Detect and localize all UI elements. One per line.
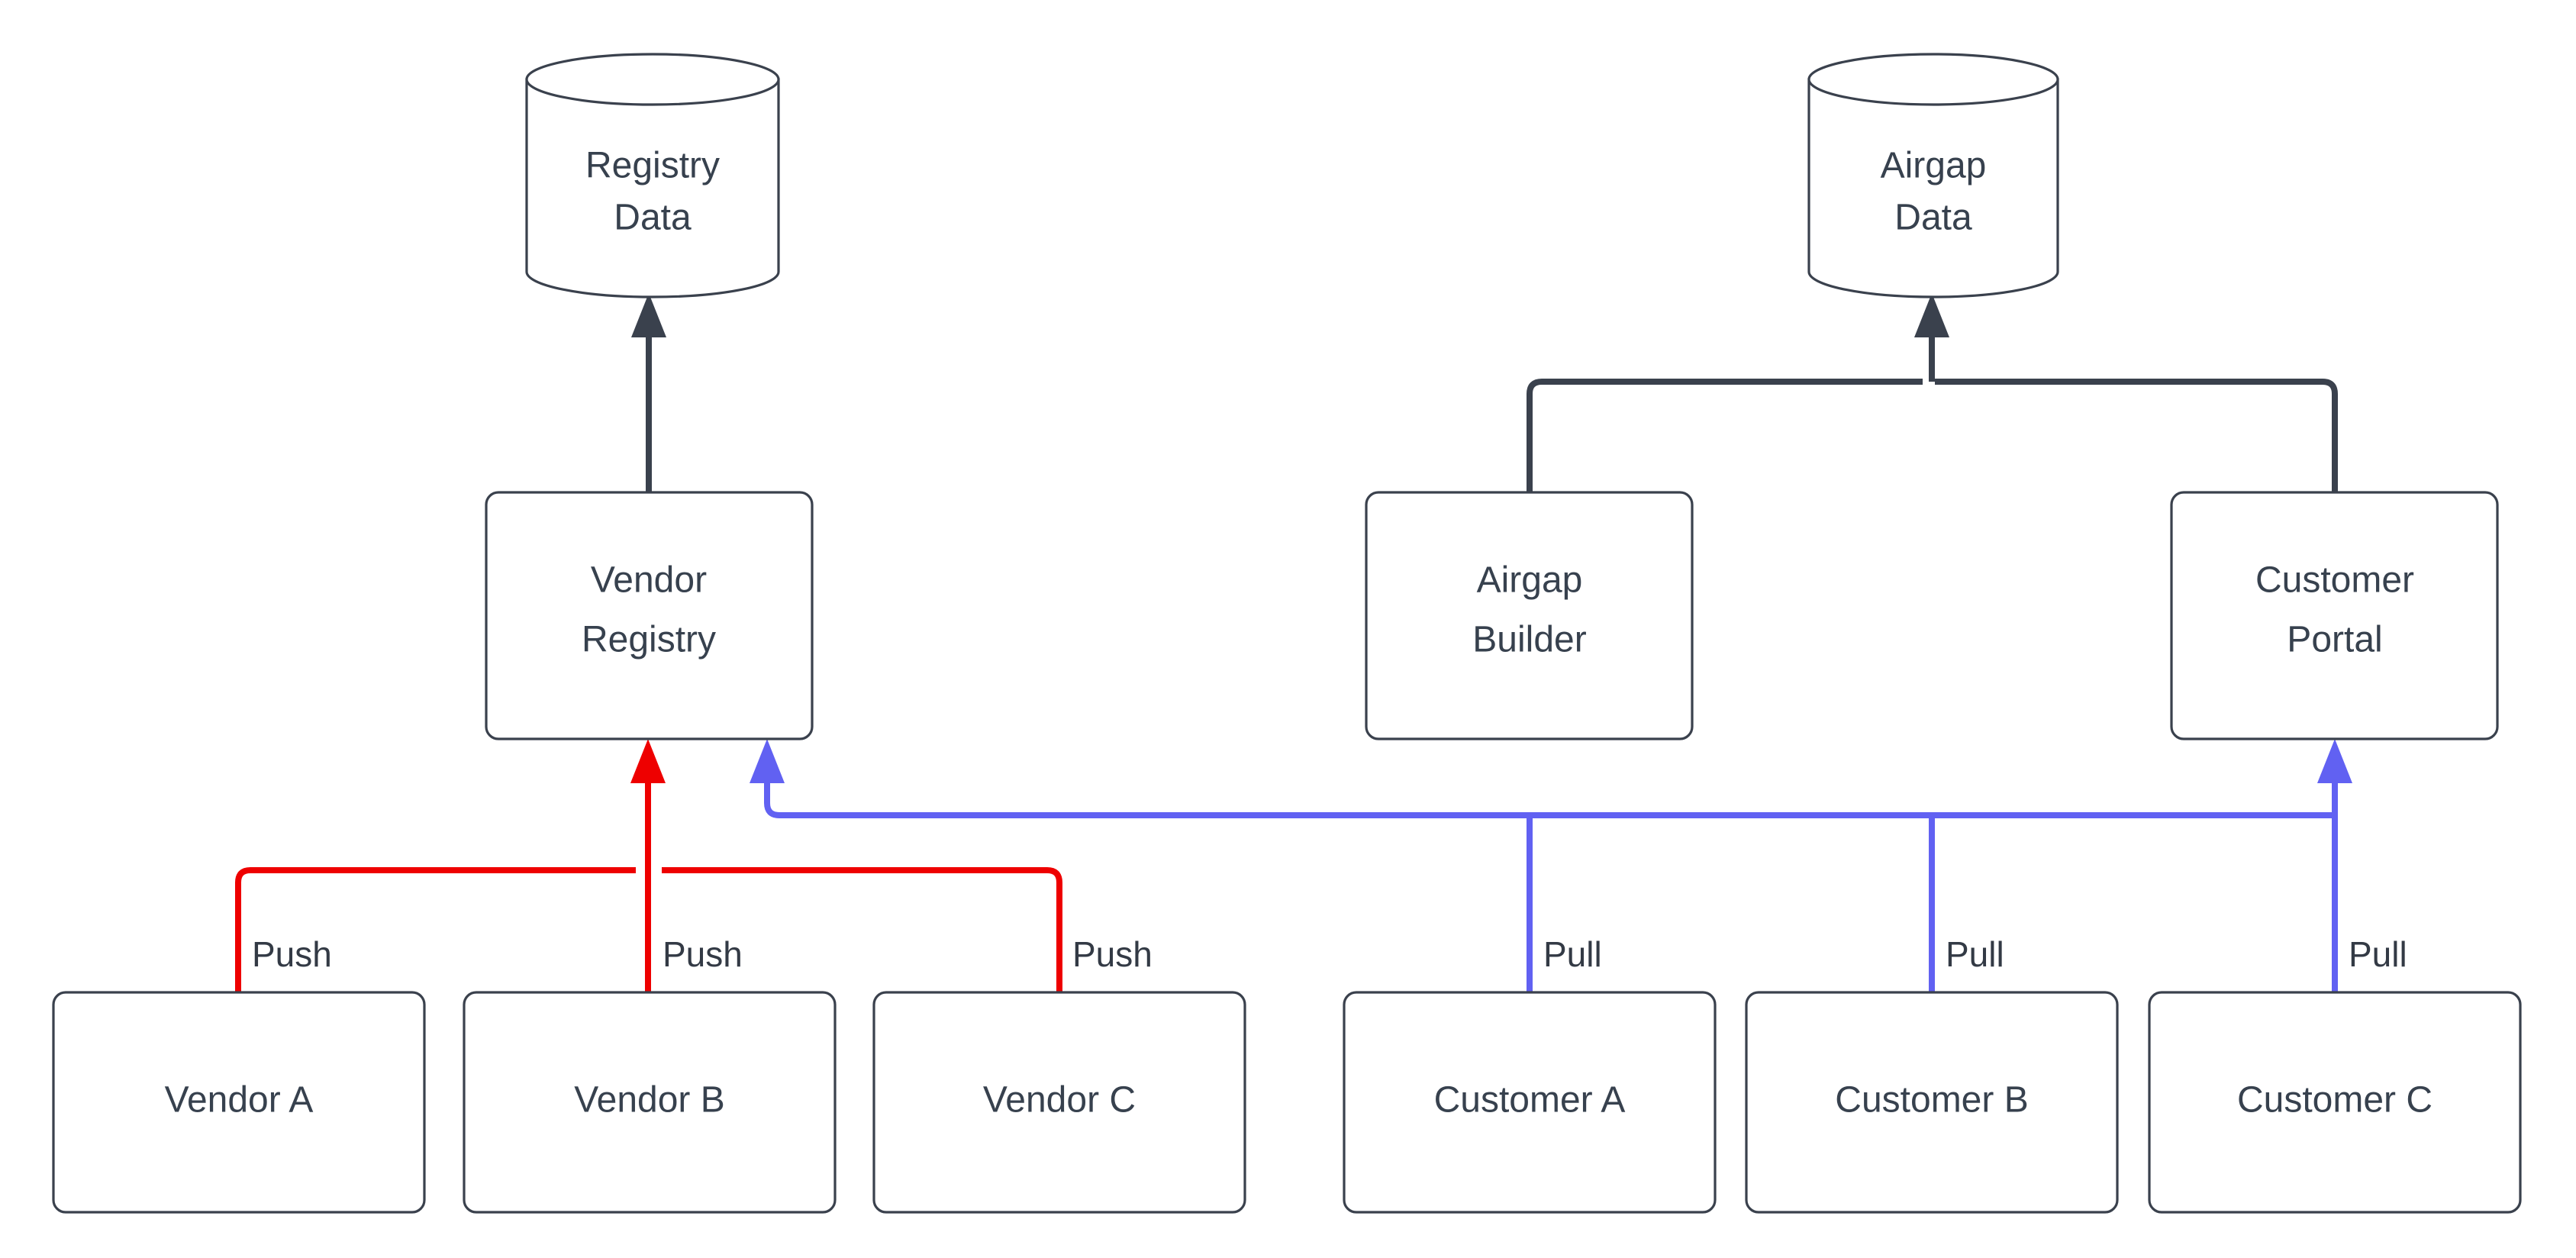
node-vendor-b[interactable]: Vendor B xyxy=(463,991,837,1214)
node-registry-data[interactable]: Registry Data xyxy=(525,53,780,298)
node-label-line2: Builder xyxy=(1472,620,1586,660)
node-vendor-c[interactable]: Vendor C xyxy=(872,991,1246,1214)
node-customer-portal[interactable]: Customer Portal xyxy=(2170,491,2499,740)
node-airgap-builder[interactable]: Airgap Builder xyxy=(1365,491,1694,740)
arrow-head-icon xyxy=(1914,293,1949,337)
node-box xyxy=(463,991,837,1214)
node-customer-c[interactable]: Customer C xyxy=(2148,991,2522,1214)
edge-customer-portal-to-airgap-data xyxy=(1935,379,2338,492)
arrow-head-icon xyxy=(750,739,785,783)
node-box xyxy=(1343,991,1717,1214)
edge-airgap-builder-to-airgap-data xyxy=(1527,379,1923,492)
node-label: Customer B xyxy=(1835,1080,2028,1121)
node-label: Vendor A xyxy=(165,1080,314,1121)
cylinder-top xyxy=(525,53,780,106)
edge-vendor-registry-to-registry-data xyxy=(631,293,666,492)
arrow-head-icon xyxy=(631,293,666,337)
node-vendor-registry[interactable]: Vendor Registry xyxy=(485,491,814,740)
node-label: Vendor C xyxy=(983,1080,1136,1121)
node-box xyxy=(1365,491,1694,740)
edge-label-pull-c: Pull xyxy=(2349,934,2407,974)
arrow-head-icon xyxy=(630,739,666,783)
edge-line-push-c xyxy=(662,867,1062,992)
node-label: Vendor B xyxy=(574,1080,724,1121)
edge-airgap-data-trunk xyxy=(1914,293,1949,382)
arrow-head-icon xyxy=(2317,739,2352,783)
edge-label-push-c: Push xyxy=(1072,934,1153,974)
edge-label-pull-a: Pull xyxy=(1543,934,1602,974)
edge-label-pull-b: Pull xyxy=(1946,934,2004,974)
node-customer-b[interactable]: Customer B xyxy=(1745,991,2119,1214)
node-label-line2: Registry xyxy=(582,620,716,660)
node-label: Customer C xyxy=(2237,1080,2433,1121)
node-box xyxy=(52,991,426,1214)
cylinder-body xyxy=(1807,78,2059,298)
node-label-line2: Data xyxy=(614,198,692,238)
node-label-line1: Customer xyxy=(2255,560,2414,601)
node-box xyxy=(1745,991,2119,1214)
edge-push-bus xyxy=(235,739,1062,992)
edge-line-pull-bus xyxy=(764,760,2335,818)
node-label-line2: Portal xyxy=(2287,620,2382,660)
node-label-line1: Airgap xyxy=(1477,560,1583,601)
node-label-line1: Vendor xyxy=(591,560,707,601)
node-box xyxy=(2148,991,2522,1214)
node-label: Customer A xyxy=(1434,1080,1626,1121)
edge-label-push-a: Push xyxy=(252,934,332,974)
edge-line xyxy=(1935,379,2338,492)
cylinder-top xyxy=(1807,53,2059,106)
node-label-line1: Registry xyxy=(585,146,720,186)
edge-pull-bus xyxy=(750,739,2352,992)
edge-line xyxy=(1527,379,1923,492)
edge-line-push-a xyxy=(235,867,636,992)
node-box xyxy=(485,491,814,740)
edge-label-push-b: Push xyxy=(663,934,743,974)
node-airgap-data[interactable]: Airgap Data xyxy=(1807,53,2059,298)
node-label-line2: Data xyxy=(1894,198,1972,238)
node-label-line1: Airgap xyxy=(1881,146,1987,186)
cylinder-body xyxy=(525,78,780,298)
node-box xyxy=(872,991,1246,1214)
node-vendor-a[interactable]: Vendor A xyxy=(52,991,426,1214)
node-box xyxy=(2170,491,2499,740)
node-customer-a[interactable]: Customer A xyxy=(1343,991,1717,1214)
